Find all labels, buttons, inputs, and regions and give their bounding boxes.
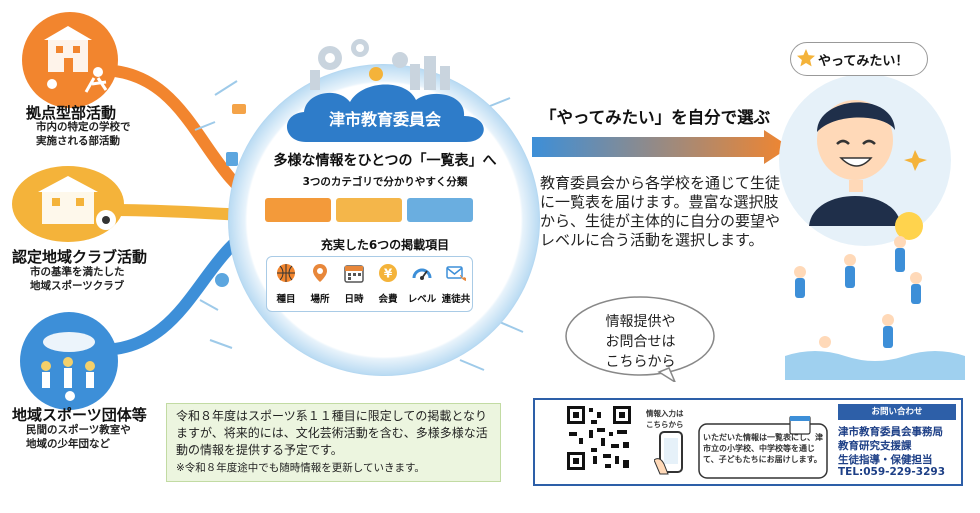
item-datetime: 日時 xyxy=(338,262,370,305)
category-local-club-image xyxy=(12,166,124,242)
speech-text: やってみたい！ xyxy=(818,54,909,69)
arrow-caption: 「やってみたい」を自分で選ぶ xyxy=(540,108,771,127)
category-title: 認定地域クラブ活動 xyxy=(12,248,148,266)
category-desc-line: 市の基準を満たした xyxy=(30,266,125,278)
item-contact: 連徒共 xyxy=(440,262,472,305)
category-bar-blue xyxy=(407,198,473,222)
location-pin-icon xyxy=(313,264,327,282)
contact-team: 生徒指導・保健担当 xyxy=(838,454,933,466)
hub-heading: 多様な情報をひとつの「一覧表」へ xyxy=(273,153,497,169)
item-label: 連徒共 xyxy=(441,294,471,305)
inquiry-line: お問合せは xyxy=(605,334,676,350)
category-desc-line: 地域の少年団など xyxy=(26,438,110,450)
basketball-icon xyxy=(277,264,295,282)
notice-box xyxy=(166,403,501,482)
category-desc-line: 地域スポーツクラブ xyxy=(30,280,125,292)
phone-mail-icon xyxy=(446,266,466,281)
category-title: 地域スポーツ団体等 xyxy=(12,406,147,424)
inquiry-text: 情報提供や お問合せは こちらから xyxy=(563,312,718,372)
cloud-banner xyxy=(286,84,484,142)
org-name: 津市教育委員会 xyxy=(328,110,441,129)
category-title: 拠点型部活動 xyxy=(26,104,117,122)
inquiry-line: 情報提供や xyxy=(605,314,676,330)
qr-label-line: 情報入力は xyxy=(646,409,684,418)
gauge-icon xyxy=(412,268,432,280)
svg-text:¥: ¥ xyxy=(384,267,393,281)
item-label: 会費 xyxy=(378,294,398,305)
inquiry-bubble xyxy=(565,296,715,382)
qr-label-line: こちらから xyxy=(646,420,684,429)
inquiry-line: こちらから xyxy=(605,354,676,370)
category-desc-line: 実施される部活動 xyxy=(36,135,120,147)
item-sport: 種目 xyxy=(270,262,302,305)
items-panel xyxy=(266,256,473,312)
star-icon xyxy=(797,49,815,67)
category-desc-line: 市内の特定の学校で xyxy=(36,121,131,133)
item-fee: ¥ 会費 xyxy=(372,262,404,305)
item-level: レベル xyxy=(406,262,438,305)
contact-office: 津市教育委員会事務局 xyxy=(838,426,943,438)
gear-icon xyxy=(310,39,450,90)
gradient-arrow xyxy=(532,130,790,164)
category-school-club-image xyxy=(22,12,118,108)
contact-message: いただいた情報は一覧表にし、津市立の小学校、中学校等を通じて、子どもたちにお届け… xyxy=(703,433,823,464)
items-title: 充実した6つの掲載項目 xyxy=(320,238,450,252)
item-place: 場所 xyxy=(304,262,336,305)
notice-text: 令和８年度はスポーツ系１１種目に限定しての掲載となりますが、将来的には、文化芸術… xyxy=(176,409,488,457)
hub-subheading: 3つのカテゴリで分かりやすく分類 xyxy=(302,176,468,188)
category-desc-line: 民間のスポーツ教室や xyxy=(26,424,131,436)
contact-tel[interactable]: TEL:059-229-3293 xyxy=(838,466,945,478)
contact-section: 教育研究支援課 xyxy=(838,440,912,452)
item-label: 種目 xyxy=(276,294,296,305)
yen-coin-icon: ¥ xyxy=(379,264,397,282)
category-bar-orange xyxy=(265,198,331,222)
contact-header: お問い合わせ xyxy=(838,404,956,420)
category-sports-group-image xyxy=(20,312,118,410)
qr-code[interactable] xyxy=(565,404,633,472)
calendar-icon xyxy=(344,265,364,283)
item-label: レベル xyxy=(407,294,437,305)
item-label: 日時 xyxy=(344,294,364,305)
description-text: 教育委員会から各学校を通じて生徒に一覧表を届けます。豊富な選択肢から、生徒が主体… xyxy=(540,174,781,249)
qr-label: 情報入力は こちらから xyxy=(646,408,684,430)
message-card xyxy=(698,416,828,479)
speech-bubble xyxy=(790,42,928,76)
category-bar-yellow xyxy=(336,198,402,222)
student-illustration xyxy=(779,74,965,380)
item-label: 場所 xyxy=(310,294,330,305)
smartphone-icon xyxy=(654,431,683,475)
notice-subtext: ※令和８年度途中でも随時情報を更新していきます。 xyxy=(176,462,425,474)
